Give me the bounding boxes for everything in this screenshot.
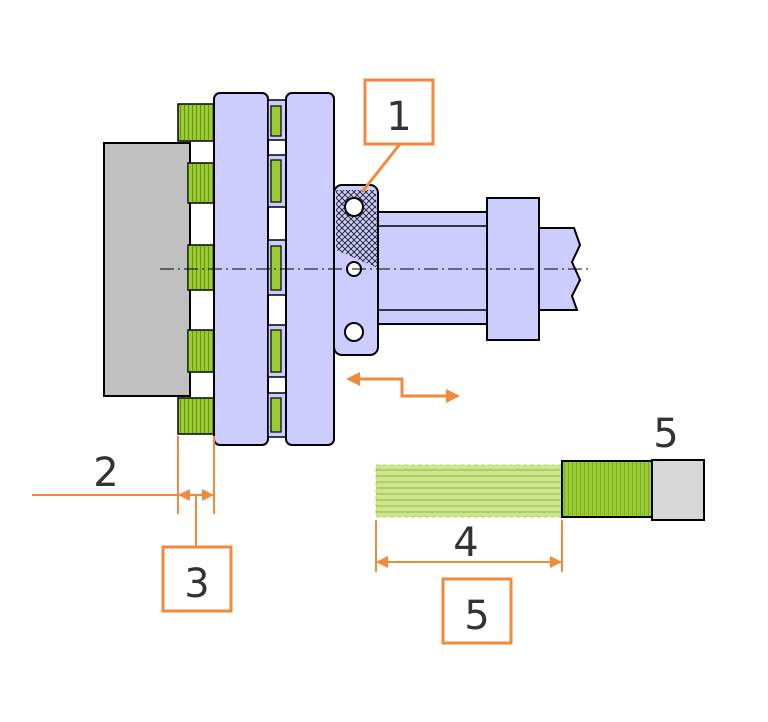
hole [344,197,364,217]
extended-pin [375,459,705,521]
pins-middle [267,99,287,438]
movement-arrow [346,372,460,403]
pin-grey-cap [651,459,705,521]
travel-dimension [375,520,563,572]
housing-block [103,142,191,397]
hole [344,322,364,342]
label-5-top: 5 [653,411,678,457]
gap-dimension [32,436,215,547]
pins-left [177,103,215,435]
label-2: 2 [93,450,118,496]
shaft-body [369,211,491,325]
locking-ring [333,184,379,356]
callout-1-text: 1 [386,94,411,140]
shaft-broken-end [538,227,582,311]
callout-5: 5 [441,577,513,645]
label-4: 4 [453,520,478,566]
callout-1: 1 [360,78,435,193]
callout-3-text: 3 [184,561,209,607]
callout-3: 3 [161,545,233,613]
callout-5-text: 5 [464,593,489,639]
